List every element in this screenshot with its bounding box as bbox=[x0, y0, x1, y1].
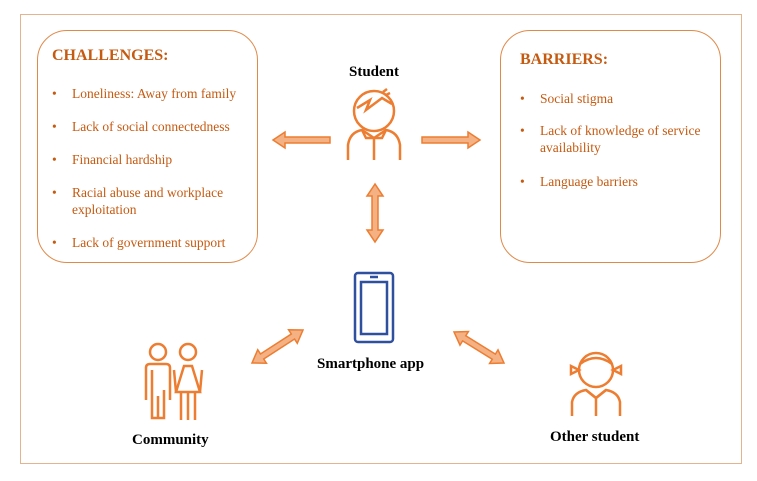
barriers-title: BARRIERS: bbox=[520, 51, 609, 68]
outer-frame bbox=[20, 14, 742, 464]
challenge-item: •Racial abuse and workplace exploitation bbox=[52, 185, 224, 217]
challenge-item: •Lack of social connectedness bbox=[52, 119, 230, 134]
arrow-to-challenges bbox=[271, 130, 331, 150]
barriers-box bbox=[500, 30, 721, 263]
barrier-item: •Language barriers bbox=[520, 174, 638, 189]
arrow-community-smartphone bbox=[250, 329, 305, 364]
student-label: Student bbox=[349, 64, 400, 80]
challenges-box bbox=[37, 30, 258, 263]
arrow-student-smartphone bbox=[365, 182, 385, 244]
other-student-label: Other student bbox=[550, 429, 640, 445]
challenge-item: •Financial hardship bbox=[52, 152, 173, 167]
smartphone-icon bbox=[353, 271, 395, 344]
student-icon bbox=[346, 88, 402, 160]
challenges-title: CHALLENGES: bbox=[52, 47, 169, 64]
smartphone-label: Smartphone app bbox=[317, 356, 425, 372]
other-student-icon bbox=[569, 351, 623, 416]
arrow-smartphone-other-student bbox=[452, 330, 506, 365]
challenge-item: •Lack of government support bbox=[52, 235, 226, 250]
barrier-item: •Lack of knowledge of service availabili… bbox=[520, 123, 701, 155]
arrow-to-barriers bbox=[421, 130, 482, 150]
community-icon bbox=[144, 342, 204, 420]
challenge-item: •Loneliness: Away from family bbox=[52, 86, 237, 101]
barrier-item: •Social stigma bbox=[520, 91, 614, 106]
community-label: Community bbox=[132, 432, 209, 448]
